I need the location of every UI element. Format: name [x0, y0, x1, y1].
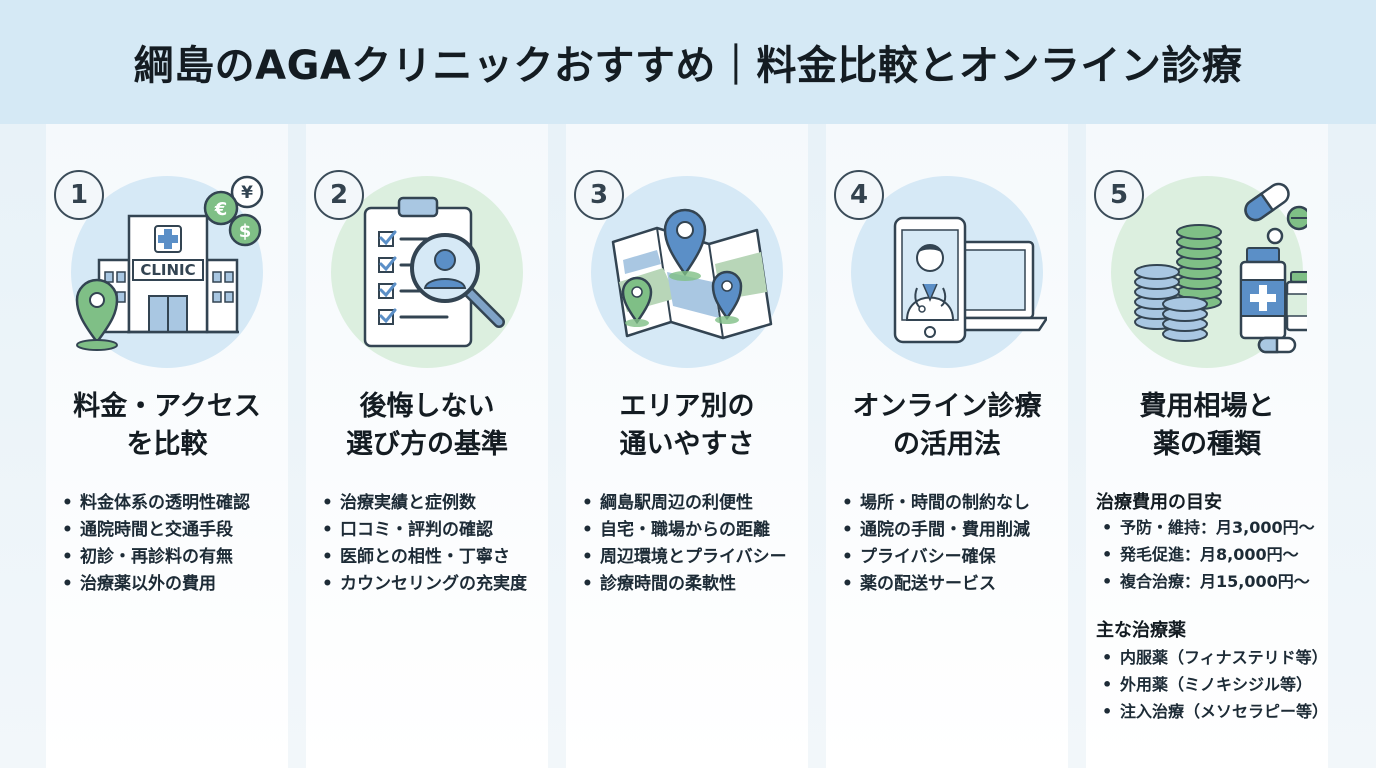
list-item: 予防・維持：月3,000円〜 — [1102, 514, 1315, 541]
card-online-consultation: 4 オンライン診療 の活用法 場所・時間の制約なし 通院の手間・費用削減 プライ… — [826, 124, 1068, 768]
page-title: 綱島のAGAクリニックおすすめ｜料金比較とオンライン診療 — [133, 43, 1243, 89]
medicine-heading: 主な治療薬 — [1096, 620, 1186, 641]
step-number-1: 1 — [54, 170, 104, 220]
list-item: 医師との相性・丁寧さ — [322, 544, 527, 571]
card-title: オンライン診療 の活用法 — [826, 388, 1068, 464]
list-item: 薬の配送サービス — [842, 571, 1030, 598]
list-item: カウンセリングの充実度 — [322, 571, 527, 598]
card-title-line1: 費用相場と — [1139, 391, 1275, 422]
map-pins-icon — [591, 176, 783, 368]
list-item: 注入治療（メソセラピー等） — [1102, 698, 1328, 725]
list-item: 料金体系の透明性確認 — [62, 490, 250, 517]
checklist-clipboard-icon — [331, 176, 523, 368]
list-item: 発毛促進：月8,000円〜 — [1102, 541, 1315, 568]
list-item: 治療実績と症例数 — [322, 490, 527, 517]
card-title-line1: 後悔しない — [359, 391, 495, 422]
card-cost-medicine: 5 費用相場と 薬の種類 治療費用の目安 予防・維持：月3,000円〜 発毛促進… — [1086, 124, 1328, 768]
list-item: 口コミ・評判の確認 — [322, 517, 527, 544]
card-title: 後悔しない 選び方の基準 — [306, 388, 548, 464]
list-item: 周辺環境とプライバシー — [582, 544, 787, 571]
list-item: 場所・時間の制約なし — [842, 490, 1030, 517]
online-illustration — [847, 172, 1047, 372]
clinic-building-icon: CLINIC ¥ € $ — [71, 175, 264, 368]
step-number-3: 3 — [574, 170, 624, 220]
currency-coins-icon: ¥ € $ — [203, 175, 264, 247]
list-item: 綱島駅周辺の利便性 — [582, 490, 787, 517]
magnifier-user-icon — [410, 233, 505, 328]
cost-medicine-illustration — [1107, 172, 1307, 372]
bullet-list: 綱島駅周辺の利便性 自宅・職場からの距離 周辺環境とプライバシー 診療時間の柔軟… — [582, 490, 787, 598]
list-item: プライバシー確保 — [842, 544, 1030, 571]
cost-guide-list: 予防・維持：月3,000円〜 発毛促進：月8,000円〜 複合治療：月15,00… — [1102, 514, 1315, 595]
tablet-doctor-icon — [851, 176, 1047, 368]
card-title: 料金・アクセス を比較 — [46, 388, 288, 464]
list-item: 内服薬（フィナステリド等） — [1102, 644, 1328, 671]
yen-icon: ¥ — [241, 183, 253, 203]
list-item: 治療薬以外の費用 — [62, 571, 250, 598]
bullet-list: 治療実績と症例数 口コミ・評判の確認 医師との相性・丁寧さ カウンセリングの充実… — [322, 490, 527, 598]
card-title: 費用相場と 薬の種類 — [1086, 388, 1328, 464]
card-title-line2: 選び方の基準 — [346, 429, 508, 460]
map-illustration — [587, 172, 787, 372]
list-item: 診療時間の柔軟性 — [582, 571, 787, 598]
list-item: 初診・再診料の有無 — [62, 544, 250, 571]
list-item: 通院時間と交通手段 — [62, 517, 250, 544]
list-item: 通院の手間・費用削減 — [842, 517, 1030, 544]
cost-guide-heading: 治療費用の目安 — [1096, 492, 1222, 513]
bullet-list: 場所・時間の制約なし 通院の手間・費用削減 プライバシー確保 薬の配送サービス — [842, 490, 1030, 598]
step-number-4: 4 — [834, 170, 884, 220]
card-title-line2: の活用法 — [893, 429, 1001, 460]
card-title-line1: オンライン診療 — [852, 391, 1042, 422]
medicine-bottles-icon — [1239, 247, 1307, 340]
bullet-list: 料金体系の透明性確認 通院時間と交通手段 初診・再診料の有無 治療薬以外の費用 — [62, 490, 250, 598]
card-title-line2: を比較 — [126, 429, 208, 460]
card-selection-criteria: 2 後悔しない 選び方の基準 治療実績と症例数 口コミ・評判の確認 医師との相性… — [306, 124, 548, 768]
list-item: 自宅・職場からの距離 — [582, 517, 787, 544]
euro-icon: € — [214, 199, 228, 220]
clinic-illustration: CLINIC ¥ € $ — [67, 172, 267, 372]
card-title: エリア別の 通いやすさ — [566, 388, 808, 464]
card-area-access: 3 エリア別の 通いやすさ 綱島駅周辺の利便性 自宅・職場からの距離 周辺環境と… — [566, 124, 808, 768]
card-title-line2: 通いやすさ — [619, 429, 755, 460]
card-title-line1: エリア別の — [619, 391, 755, 422]
medicine-list: 内服薬（フィナステリド等） 外用薬（ミノキシジル等） 注入治療（メソセラピー等） — [1102, 644, 1328, 725]
pills-icon — [1244, 182, 1307, 354]
step-number-5: 5 — [1094, 170, 1144, 220]
card-price-access: CLINIC ¥ € $ 1 料金・アク — [46, 124, 288, 768]
list-item: 外用薬（ミノキシジル等） — [1102, 671, 1328, 698]
list-item: 複合治療：月15,000円〜 — [1102, 568, 1315, 595]
dollar-icon: $ — [239, 221, 252, 242]
card-title-line2: 薬の種類 — [1153, 429, 1261, 460]
card-title-line1: 料金・アクセス — [73, 391, 261, 422]
coin-stacks-icon — [1111, 176, 1307, 368]
header-banner: 綱島のAGAクリニックおすすめ｜料金比較とオンライン診療 — [0, 0, 1376, 124]
clinic-sign-text: CLINIC — [140, 261, 195, 279]
checklist-illustration — [327, 172, 527, 372]
step-number-2: 2 — [314, 170, 364, 220]
